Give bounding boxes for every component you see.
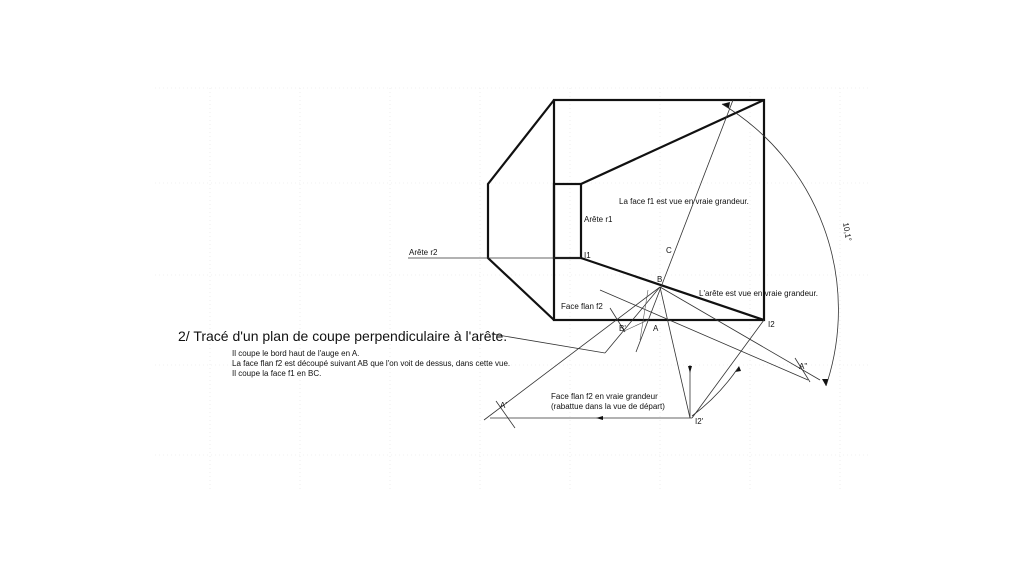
arc-arrow-start <box>722 102 730 108</box>
line-bp <box>621 319 649 333</box>
label-face-f1: La face f1 est vue en vraie grandeur. <box>619 197 749 206</box>
arc-arrow-end <box>822 379 828 386</box>
line-b-i2p <box>659 286 691 419</box>
point-I2-prime: I2' <box>695 417 704 426</box>
arc-dimension-label: 10,1° <box>841 222 853 242</box>
leader-bp <box>604 286 661 354</box>
line-ap <box>483 286 661 421</box>
point-I2: I2 <box>768 320 775 329</box>
point-C: C <box>666 246 672 255</box>
left-flank <box>486 99 555 321</box>
edge-top-diagonal <box>580 99 765 185</box>
point-I1: I1 <box>584 251 591 260</box>
point-A-double-prime: A" <box>799 362 807 371</box>
trough-outline <box>486 98 766 322</box>
rotation-arc <box>691 367 739 417</box>
outer-square <box>552 98 766 322</box>
arrow-vertical <box>688 366 692 373</box>
construction-lines <box>408 99 821 429</box>
dimension-arc <box>721 103 839 387</box>
note-line-3: Il coupe la face f1 en BC. <box>232 369 321 378</box>
point-A-prime: A' <box>500 401 507 410</box>
section-title: 2/ Tracé d'un plan de coupe perpendicula… <box>178 328 507 344</box>
title-leader <box>491 333 606 354</box>
inner-rectangle <box>552 182 583 260</box>
point-A: A <box>653 324 659 333</box>
point-B: B <box>657 275 662 284</box>
label-arete-vraie-grandeur: L'arête est vue en vraie grandeur. <box>699 289 818 298</box>
label-face-flan-f2: Face flan f2 <box>561 302 603 311</box>
cut-line-c <box>635 99 734 353</box>
line-i2-i2p <box>691 319 765 419</box>
tick-app <box>794 357 811 383</box>
note-line-2: La face flan f2 est découpé suivant AB q… <box>232 359 510 368</box>
line-arete-proj <box>599 289 809 381</box>
label-face-f2-vraie-grandeur: Face flan f2 en vraie grandeur <box>551 392 658 401</box>
arrow-base <box>596 416 603 420</box>
edge-bottom-diagonal <box>580 256 765 322</box>
note-line-1: Il coupe le bord haut de l'auge en A. <box>232 349 359 358</box>
point-B-prime: B' <box>619 324 626 333</box>
line-app <box>659 286 821 381</box>
label-arete-r1: Arête r1 <box>584 215 613 224</box>
label-face-f2-rabattue: (rabattue dans la vue de départ) <box>551 402 665 411</box>
tick-bp <box>609 307 626 333</box>
angle-dimension: 10,1° <box>691 102 853 417</box>
tick-ap <box>495 400 516 429</box>
label-arete-r2: Arête r2 <box>409 248 438 257</box>
line-a-b <box>639 289 649 341</box>
